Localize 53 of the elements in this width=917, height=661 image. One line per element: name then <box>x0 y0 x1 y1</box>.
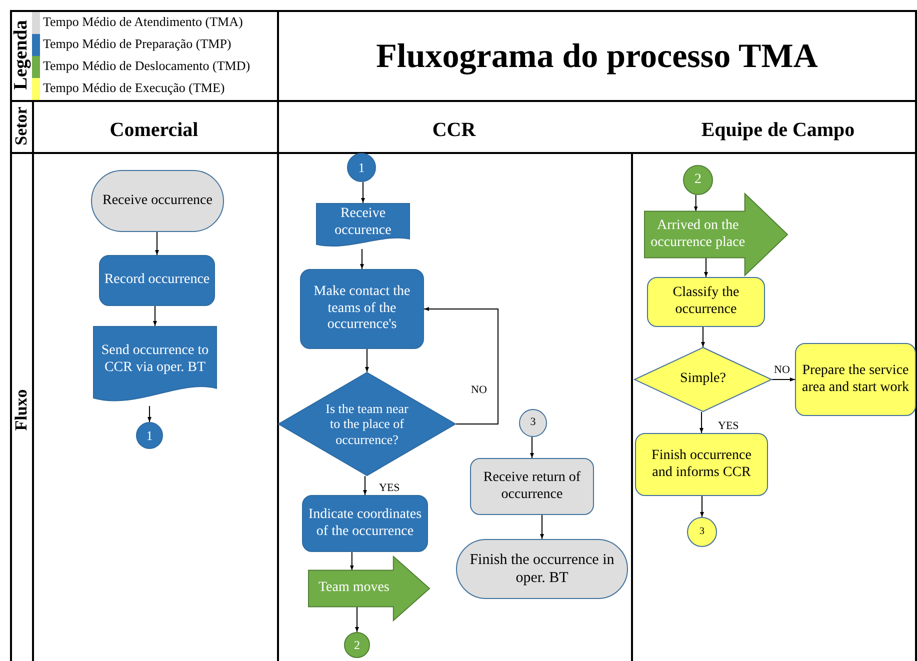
arrow <box>530 436 534 458</box>
arrow <box>360 248 364 270</box>
process-box: Prepare the service area and start work <box>795 343 916 416</box>
connector-circle: 3 <box>687 517 717 547</box>
arrow-shape: Team moves <box>308 556 430 621</box>
arrow <box>424 307 498 424</box>
process-box: Indicate coordinates of the occurrence <box>302 495 428 552</box>
edge-label: NO <box>470 385 488 396</box>
process-box: Classify the occurrence <box>647 277 765 327</box>
arrow-shape: Arrived on the occurrence place <box>644 193 788 276</box>
arrow <box>694 194 698 212</box>
process-box: Finish occurrence and informs CCR <box>635 433 768 496</box>
arrow <box>365 348 369 372</box>
legend-text: Tempo Médio de Deslocamento (TMD) <box>43 57 250 75</box>
edge-label: NO <box>773 365 791 376</box>
arrow <box>355 606 359 632</box>
arrow <box>148 406 152 422</box>
column-header: Comercial <box>110 120 198 140</box>
arrow <box>540 514 544 540</box>
process-box: Record occurrence <box>99 255 215 306</box>
arrow <box>361 182 365 204</box>
legend-text: Tempo Médio de Execução (TME) <box>43 79 225 97</box>
row-header: Fluxo <box>12 389 30 431</box>
terminator-shape: Finish the occurrence in oper. BT <box>456 539 628 599</box>
connector-circle: 2 <box>344 632 370 658</box>
document-shape: Receive occurence <box>316 203 410 249</box>
terminator-shape: Receive occurrence <box>91 170 224 232</box>
arrow <box>155 232 159 256</box>
arrow <box>350 552 354 571</box>
decision-diamond: Simple? <box>634 347 772 412</box>
arrow <box>701 326 705 348</box>
arrow <box>772 378 796 382</box>
connector-circle: 2 <box>683 165 713 195</box>
arrow <box>153 306 157 326</box>
column-header: Equipe de Campo <box>701 120 855 140</box>
arrow <box>704 257 708 278</box>
edge-label: YES <box>717 421 740 432</box>
arrow <box>700 496 704 518</box>
connector-circle: 1 <box>347 153 376 182</box>
process-box: Make contact the teams of the occurrence's <box>300 269 424 349</box>
diagram-title: Fluxograma do processo TMA <box>375 40 819 74</box>
row-header: Setor <box>12 106 30 146</box>
connector-circle: 3 <box>519 409 547 437</box>
legend-text: Tempo Médio de Atendimento (TMA) <box>43 13 243 31</box>
edge-label: YES <box>378 483 401 494</box>
row-header: Legenda <box>12 20 30 90</box>
connector-circle: 1 <box>136 422 163 449</box>
process-box: Receive return of occurrence <box>470 458 594 515</box>
arrow <box>700 412 704 434</box>
arrow <box>363 476 367 496</box>
legend-text: Tempo Médio de Preparação (TMP) <box>43 35 232 53</box>
decision-diamond: Is the team near to the place of occurrence? <box>278 372 456 476</box>
column-header: CCR <box>432 120 476 140</box>
